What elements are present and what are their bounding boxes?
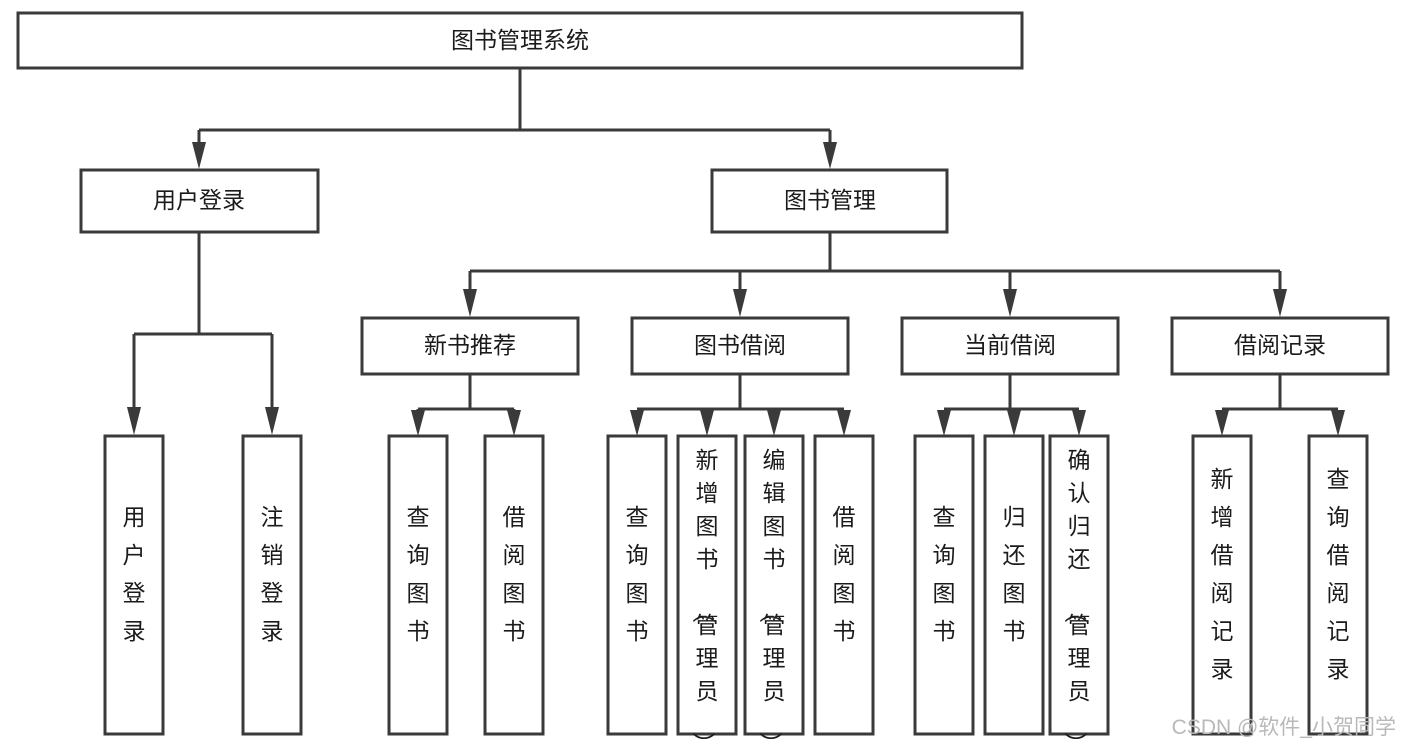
arrow-head-borrow-record	[1273, 289, 1287, 317]
leaf-node[interactable]: 借阅图书	[483, 434, 545, 736]
node-new-book-recommend-label: 新书推荐	[424, 332, 516, 358]
node-borrow-record-label: 借阅记录	[1234, 332, 1326, 358]
leaf-borrow-record-1-label: 查询借阅记录	[1327, 466, 1350, 682]
leaf-borrow-record-1-box[interactable]	[1307, 434, 1369, 736]
leaf-borrow-record-0-box[interactable]	[1191, 434, 1253, 736]
leaf-book-borrow-1-box[interactable]	[676, 434, 738, 736]
csdn-watermark: CSDN @软件_小贺同学	[1172, 716, 1396, 739]
node-root-label: 图书管理系统	[451, 27, 589, 53]
node-borrow-record[interactable]: 借阅记录	[1170, 316, 1390, 376]
node-current-borrow-label: 当前借阅	[964, 332, 1056, 358]
node-book-management-label: 图书管理	[784, 187, 876, 213]
leaf-book-borrow-2-label: 编辑图书（管理员）	[758, 447, 786, 747]
node-user-login[interactable]: 用户登录	[79, 168, 320, 234]
leaf-new-book-1-box[interactable]	[483, 434, 545, 736]
arrow-head-current-borrow	[1003, 289, 1017, 317]
arrow-head-leaf-book-borrow-1	[700, 410, 714, 436]
arrow-head-leaf-current-borrow-2	[1072, 410, 1086, 436]
leaf-user-login-1-label: 注销登录	[261, 504, 284, 644]
node-user-login-box[interactable]	[79, 168, 320, 234]
leaf-node[interactable]: 查询借阅记录	[1307, 434, 1369, 736]
node-user-login-label: 用户登录	[153, 187, 245, 213]
arrow-head-leaf-new-book-0	[411, 410, 425, 436]
connector-layer	[127, 68, 1345, 436]
node-borrow-record-box[interactable]	[1170, 316, 1390, 376]
leaf-book-borrow-3-label: 借阅图书	[833, 504, 856, 644]
arrow-head-book-mgmt	[823, 142, 837, 169]
leaf-book-borrow-0-label: 查询图书	[626, 504, 649, 644]
arrow-head-leaf-user-login-0	[127, 407, 141, 435]
leaf-book-borrow-2-box[interactable]	[743, 434, 805, 736]
node-current-borrow-box[interactable]	[900, 316, 1120, 376]
leaf-node[interactable]: 查询图书	[387, 434, 449, 736]
node-book-borrow[interactable]: 图书借阅	[630, 316, 850, 376]
node-book-management[interactable]: 图书管理	[710, 168, 949, 234]
leaf-node[interactable]: 查询图书	[606, 434, 668, 736]
arrow-head-leaf-book-borrow-2	[767, 410, 781, 436]
node-new-book-recommend[interactable]: 新书推荐	[360, 316, 580, 376]
arrow-head-leaf-borrow-record-0	[1215, 410, 1229, 436]
node-root-box[interactable]	[16, 11, 1024, 70]
leaf-node[interactable]: 确认归还（管理员）	[1048, 434, 1110, 747]
leaf-node[interactable]: 编辑图书（管理员）	[743, 434, 805, 747]
leaf-user-login-0-label: 用户登录	[123, 504, 146, 644]
arrow-head-leaf-current-borrow-1	[1007, 410, 1021, 436]
arrow-head-leaf-book-borrow-3	[837, 410, 851, 436]
leaf-node[interactable]: 注销登录	[241, 434, 303, 736]
leaf-node[interactable]: 借阅图书	[813, 434, 875, 736]
arrow-head-leaf-book-borrow-0	[630, 410, 644, 436]
node-current-borrow[interactable]: 当前借阅	[900, 316, 1120, 376]
leaf-new-book-1-label: 借阅图书	[503, 504, 526, 644]
arrow-head-leaf-new-book-1	[507, 410, 521, 436]
arrow-head-leaf-current-borrow-0	[937, 410, 951, 436]
node-book-borrow-label: 图书借阅	[694, 332, 786, 358]
arrow-head-new-book	[463, 289, 477, 317]
leaf-user-login-1-box[interactable]	[241, 434, 303, 736]
leaf-new-book-0-label: 查询图书	[407, 504, 430, 644]
leaf-node[interactable]: 用户登录	[103, 434, 165, 736]
leaf-current-borrow-0-box[interactable]	[913, 434, 975, 736]
arrow-head-user-login	[192, 142, 206, 169]
leaf-node[interactable]: 归还图书	[983, 434, 1045, 736]
leaf-book-borrow-0-box[interactable]	[606, 434, 668, 736]
leaf-node[interactable]: 查询图书	[913, 434, 975, 736]
leaf-current-borrow-2-box[interactable]	[1048, 434, 1110, 736]
arrow-head-leaf-borrow-record-1	[1331, 410, 1345, 436]
leaf-current-borrow-1-label: 归还图书	[1003, 504, 1026, 644]
node-root[interactable]: 图书管理系统	[16, 11, 1024, 70]
leaf-new-book-0-box[interactable]	[387, 434, 449, 736]
node-new-book-recommend-box[interactable]	[360, 316, 580, 376]
arrow-head-leaf-user-login-1	[265, 407, 279, 435]
leaf-node[interactable]: 新增借阅记录	[1191, 434, 1253, 736]
node-book-management-box[interactable]	[710, 168, 949, 234]
arrow-head-book-borrow	[733, 289, 747, 317]
leaf-current-borrow-0-label: 查询图书	[933, 504, 956, 644]
leaf-borrow-record-0-label: 新增借阅记录	[1211, 466, 1234, 682]
leaf-node[interactable]: 新增图书（管理员）	[676, 434, 738, 747]
leaf-current-borrow-1-box[interactable]	[983, 434, 1045, 736]
leaf-book-borrow-3-box[interactable]	[813, 434, 875, 736]
leaf-user-login-0-box[interactable]	[103, 434, 165, 736]
leaf-current-borrow-2-label: 确认归还（管理员）	[1063, 447, 1091, 747]
leaf-book-borrow-1-label: 新增图书（管理员）	[691, 447, 719, 747]
node-book-borrow-box[interactable]	[630, 316, 850, 376]
